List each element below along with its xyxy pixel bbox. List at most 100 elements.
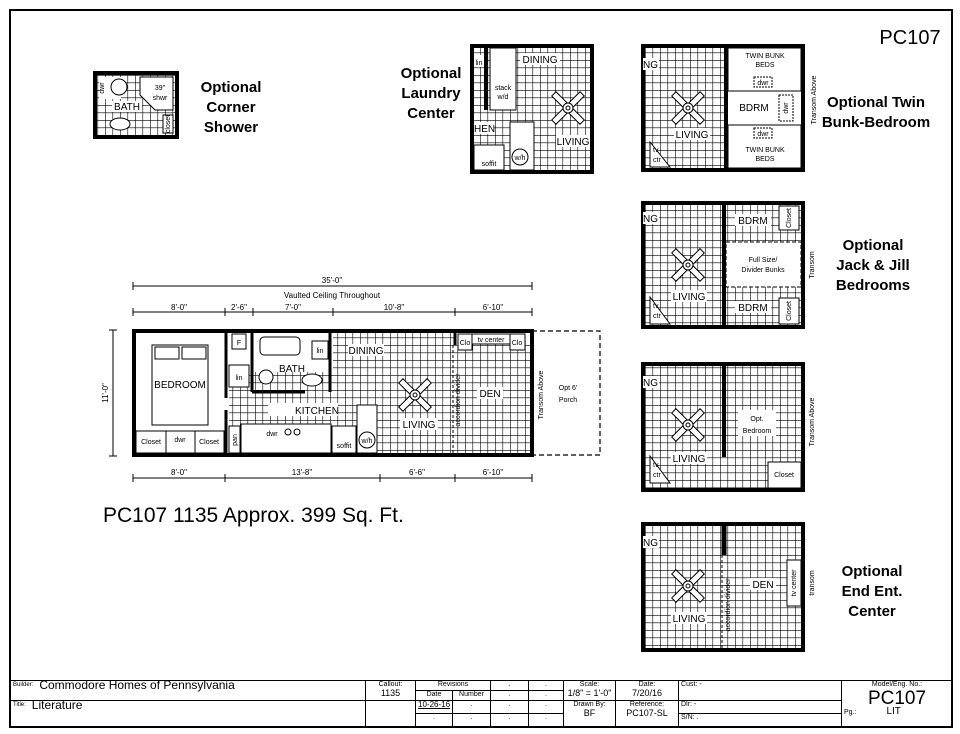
title-value: Literature [31,700,83,713]
blank-cell: . [415,713,453,727]
closet-label: Closet [786,301,793,321]
room-dining-partial: NG [643,378,658,389]
blank-cell: . [451,713,492,727]
rev-date-value: 10-26-16 [415,700,453,715]
bunks-label: Divider Bunks [741,267,785,274]
dresser-label: dwr [757,131,769,138]
room-living: LIVING [557,137,590,148]
tv-label: tv [653,303,659,310]
blank-cell: . [528,690,565,702]
porch-label: Porch [559,397,577,404]
room-bath: BATH [279,364,305,375]
washer-dryer-label: w/d [497,94,509,101]
stack-label: stack [495,85,512,92]
transom-above-label: Transom Above [811,76,818,125]
room-bdrm: BDRM [738,216,767,227]
title-block: Builder:Commodore Homes of Pennsylvania … [10,679,954,727]
soffit-label: soffit [337,443,352,450]
room-dining-partial: NG [643,60,658,71]
blank-cell: . [490,700,530,715]
reference-cell: Reference:PC107-SL [615,700,680,727]
accordion-divider-label: accordion divider [725,578,732,632]
accordion-divider-label: accordion divider [455,373,462,427]
option-opt-bedroom: Opt. Bedroom Closet NG LIVING tv ctr Tra… [641,362,816,492]
scale-label: Scale: [579,681,600,688]
blank-cell [365,700,416,727]
ctr-label: ctr [653,157,661,164]
plan-summary: PC107 1135 Approx. 399 Sq. Ft. [103,504,404,527]
room-dining: DINING [349,346,384,357]
room-kitchen: HEN [474,124,495,135]
room-dining-partial: NG [643,538,658,549]
room-opt-bedroom: Opt. [750,416,763,423]
model-value: PC107 [867,688,927,709]
closet-label: Closet [141,439,161,446]
optional-porch [531,330,601,456]
option-title: Jack & Jill [836,257,909,274]
room-bdrm: BDRM [739,103,768,114]
pantry-label: pan [232,434,239,446]
room-den: DEN [752,580,773,591]
sn-value: . [696,714,699,722]
room-living: LIVING [673,454,706,465]
option-corner-shower: 39" shwr dwr BATH closet Optional Corner… [93,71,261,139]
closet-label: Closet [786,208,793,228]
linen-label: lin [316,348,323,355]
option-title: Bunk-Bedroom [822,114,930,131]
sn-cell: S/N: . [678,713,843,727]
title-cell: Title: Literature [10,700,366,727]
builder-value: Commodore Homes of Pennsylvania [39,680,235,692]
option-title: Center [407,105,455,122]
callout-value: 1135 [380,688,401,698]
room-bdrm: BDRM [738,303,767,314]
cust-value: - [699,681,702,688]
transom-above-label: Transom Above [809,398,816,447]
callout-label: Callout: [378,681,403,688]
top-dim: 6'-10" [483,303,504,312]
linen-label: lin [235,375,242,382]
room-bath: BATH [114,102,140,113]
tv-label: tv [653,462,659,469]
dresser-label: dwr [757,80,769,87]
scale-value: 1/8" = 1'-0" [567,688,612,698]
closet-label: Closet [199,439,219,446]
transom-label: transom [809,570,816,595]
drawn-by-value: BF [583,708,596,719]
tv-label: tv [653,147,659,154]
blank-cell: . [528,700,565,715]
room-dining: DINING [523,55,558,66]
tv-center-label: tv center [478,337,506,344]
blank-cell: . [490,690,530,702]
top-dim: 7'-0" [285,303,301,312]
water-heater-label: w/h [514,155,526,162]
page-value: LIT [886,706,901,717]
water-heater-label: w/h [361,438,373,445]
bottom-dim: 8'-0" [171,468,187,477]
tv-center-label: tv center [791,569,798,597]
page-label: Pg.: [844,709,857,716]
option-jack-jill-bedrooms: Full Size/ Divider Bunks BDRM BDRM Close… [641,201,910,329]
closet-label: Closet [774,472,794,479]
dresser-label: dwr [783,102,790,114]
reference-value: PC107-SL [626,708,668,719]
date-cell: Date:7/20/16 [615,679,680,702]
porch-label: Opt 6' [559,385,577,392]
width-dim: 11'-0" [101,383,110,403]
option-title: Bedrooms [836,277,910,294]
transom-label: Transom [809,251,816,279]
closet-label: closet [165,115,172,133]
title-label: Title: [13,702,26,709]
option-laundry-center: lin stack w/d DINING HEN soffit w/h LIVI… [401,44,594,174]
rev-number-header: Number [451,690,492,702]
top-dim: 2'-6" [231,303,247,312]
room-living: LIVING [403,420,436,431]
dlr-label: Dlr: [681,701,692,709]
builder-cell: Builder:Commodore Homes of Pennsylvania [10,679,366,702]
option-title: End Ent. [842,583,903,600]
sn-label: S/N: [681,714,695,722]
dimension-lines [109,282,533,482]
option-title: Optional [401,65,462,82]
dresser-label: dwr [99,82,106,94]
option-title: Optional [843,237,904,254]
